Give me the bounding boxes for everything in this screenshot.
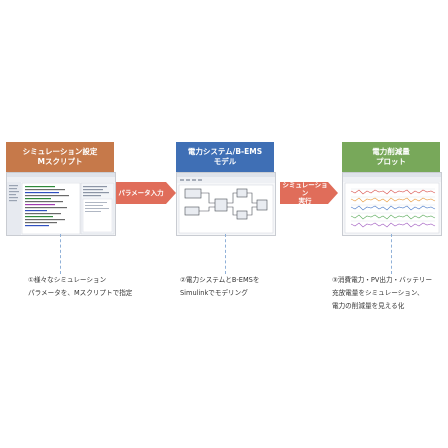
note-2-line1: ②電力システムとB-EMSを bbox=[180, 276, 260, 284]
arrow-parameter-input: パラメータ入力 bbox=[114, 182, 176, 204]
stage-3-title-line2: プロット bbox=[376, 157, 406, 166]
stage-2-header: 電力システム/B-EMS モデル bbox=[176, 142, 274, 172]
simulink-model-screenshot bbox=[176, 172, 276, 236]
note-1-line1: ①様々なシミュレーション bbox=[28, 276, 107, 284]
power-plot-illustration bbox=[343, 173, 441, 234]
note-stage-3: ③消費電力・PV出力・バッテリー 充放電量をシミュレーション、 電力の削減量を見… bbox=[332, 274, 432, 313]
stage-3-header: 電力削減量 プロット bbox=[342, 142, 440, 172]
simulink-model-illustration bbox=[177, 173, 275, 234]
arrow-2-label-line1: シミュレーション bbox=[282, 181, 328, 197]
connector-stage-3 bbox=[391, 234, 392, 274]
mscript-editor-illustration bbox=[7, 173, 115, 235]
note-1-line2: パラメータを、Mスクリプトで指定 bbox=[28, 289, 133, 297]
note-3-line3: 電力の削減量を見える化 bbox=[332, 302, 405, 310]
note-3-line1: ③消費電力・PV出力・バッテリー bbox=[332, 276, 433, 284]
stage-1-title-line2: Mスクリプト bbox=[37, 157, 83, 166]
stage-1-header: シミュレーション設定 Mスクリプト bbox=[6, 142, 114, 172]
connector-stage-1 bbox=[60, 234, 61, 274]
mscript-editor-screenshot bbox=[6, 172, 116, 236]
power-plot-screenshot bbox=[342, 172, 442, 236]
arrow-run-simulation: シミュレーション 実行 bbox=[280, 181, 338, 205]
stage-3-title-line1: 電力削減量 bbox=[372, 147, 410, 156]
arrow-1-label: パラメータ入力 bbox=[118, 189, 164, 197]
note-3-line2: 充放電量をシミュレーション、 bbox=[332, 289, 424, 297]
note-stage-1: ①様々なシミュレーション パラメータを、Mスクリプトで指定 bbox=[28, 274, 132, 300]
note-stage-2: ②電力システムとB-EMSを Simulinkでモデリング bbox=[180, 274, 259, 300]
note-2-line2: Simulinkでモデリング bbox=[180, 289, 248, 297]
connector-stage-2 bbox=[225, 234, 226, 274]
stage-2-title-line2: モデル bbox=[213, 157, 237, 166]
stage-1-title-line1: シミュレーション設定 bbox=[22, 147, 98, 156]
arrow-2-label-line2: 実行 bbox=[298, 197, 312, 205]
stage-2-title-line1: 電力システム/B-EMS bbox=[187, 147, 263, 156]
